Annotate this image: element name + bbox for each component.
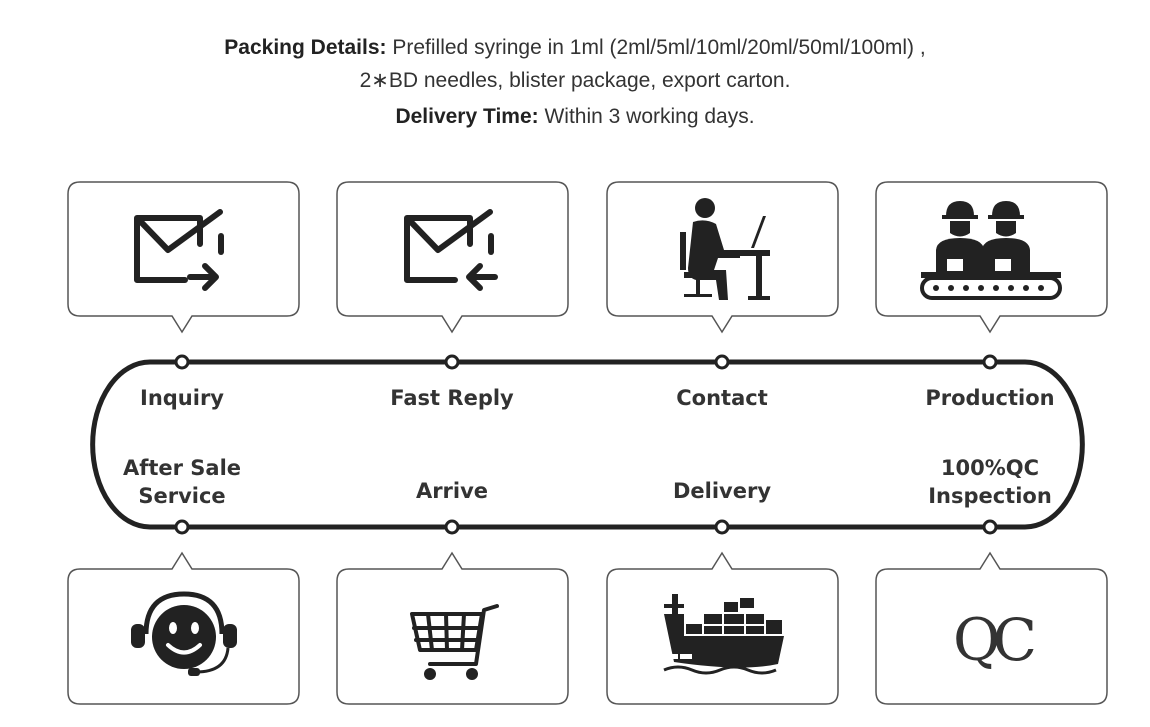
label-delivery: Delivery: [672, 479, 772, 503]
node-qc: [982, 519, 998, 535]
label-production: Production: [925, 386, 1055, 410]
delivery-label: Delivery Time:: [395, 105, 539, 128]
packing-details-line2: 2∗BD needles, blister package, export ca…: [359, 69, 791, 92]
node-contact: [714, 354, 730, 370]
shopping-cart-icon: [410, 604, 499, 680]
box-fast-reply: [336, 181, 569, 334]
packing-text: Prefilled syringe in 1ml (2ml/5ml/10ml/2…: [392, 36, 926, 59]
node-after-sale: [174, 519, 190, 535]
cargo-ship-icon: [663, 594, 784, 675]
qc-icon: QC: [953, 606, 1034, 674]
label-qc-inspection: 100%QC Inspection: [928, 456, 1052, 508]
box-delivery: [606, 551, 839, 705]
label-contact: Contact: [676, 386, 768, 410]
workers-conveyor-icon: [920, 201, 1062, 300]
packing-details: Packing Details: Prefilled syringe in 1m…: [0, 36, 1150, 60]
loop-nodes: [174, 354, 998, 535]
node-delivery: [714, 519, 730, 535]
delivery-text: Within 3 working days.: [544, 105, 755, 128]
smiley-headset-icon: [131, 591, 237, 676]
packing-label: Packing Details:: [224, 36, 387, 59]
node-fast-reply: [444, 354, 460, 370]
box-qc: [875, 551, 1108, 705]
box-inquiry: [67, 181, 300, 334]
label-fast-reply: Fast Reply: [390, 386, 514, 410]
node-inquiry: [174, 354, 190, 370]
process-loop: [90, 359, 1085, 530]
mail-send-icon: [134, 209, 224, 291]
label-inquiry: Inquiry: [140, 386, 224, 410]
label-after-sale-service: After Sale Service: [122, 456, 242, 508]
node-production: [982, 354, 998, 370]
label-arrive: Arrive: [415, 479, 489, 503]
mail-reply-icon: [404, 209, 498, 291]
person-at-desk-icon: [680, 198, 770, 300]
node-arrive: [444, 519, 460, 535]
delivery-time: Delivery Time: Within 3 working days.: [0, 105, 1150, 129]
